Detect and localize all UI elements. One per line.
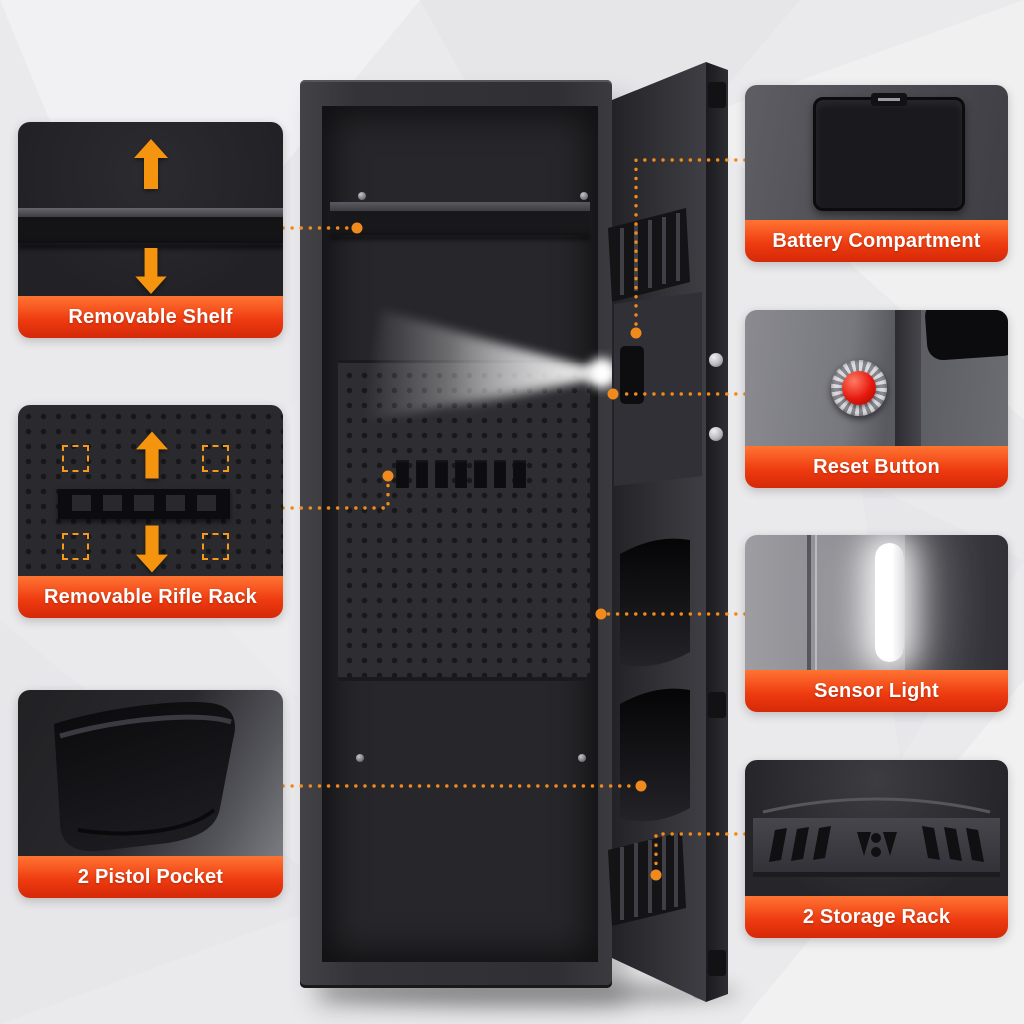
battery-compartment-image: [745, 85, 1008, 220]
screw: [358, 192, 366, 200]
sensor-light-label: Sensor Light: [745, 670, 1008, 712]
screw: [356, 754, 364, 762]
pegboard-back-panel: [338, 360, 590, 680]
corner-bracket-icon: [202, 533, 229, 560]
callout-battery-compartment: Battery Compartment: [745, 85, 1008, 262]
shelf-graphic-top: [18, 208, 283, 217]
safe-door-open: [608, 62, 728, 1002]
removable-rifle-rack-image: [18, 405, 283, 576]
door-pistol-pocket-1: [620, 538, 690, 667]
callout-sensor-light: Sensor Light: [745, 535, 1008, 712]
hinge: [708, 950, 726, 976]
battery-compartment-label: Battery Compartment: [745, 220, 1008, 262]
screw: [580, 192, 588, 200]
sensor-light-image: [745, 535, 1008, 670]
reset-button-label: Reset Button: [745, 446, 1008, 488]
door-lock-panel: [614, 292, 702, 486]
rifle-rack-bar: [58, 489, 230, 519]
shelf-graphic-shadow: [18, 243, 283, 249]
battery-cover: [813, 97, 965, 211]
shelf-front-edge: [330, 211, 590, 235]
pistol-pocket-graphic: [54, 702, 235, 852]
up-arrow-icon: [136, 431, 168, 479]
storage-rack-label: 2 Storage Rack: [745, 896, 1008, 938]
callout-removable-shelf: Removable Shelf: [18, 122, 283, 338]
storage-rack-graphic: [753, 797, 1000, 877]
callout-pistol-pocket: 2 Pistol Pocket: [18, 690, 283, 898]
pistol-pocket-label: 2 Pistol Pocket: [18, 856, 283, 898]
removable-shelf-image: [18, 122, 283, 296]
callout-storage-rack: 2 Storage Rack: [745, 760, 1008, 938]
shelf-graphic-front: [18, 217, 283, 243]
up-arrow-icon: [134, 139, 168, 189]
lock-bolt: [709, 427, 723, 441]
hinge: [708, 82, 726, 108]
door-pistol-pocket-2: [620, 688, 690, 822]
callout-reset-button: Reset Button: [745, 310, 1008, 488]
removable-shelf-label: Removable Shelf: [18, 296, 283, 338]
panel-seam: [895, 310, 921, 446]
panel-seam-highlight: [815, 535, 817, 670]
reset-button-image: [745, 310, 1008, 446]
shelf-shadow: [330, 235, 590, 240]
rifle-rack-slots: [396, 460, 527, 488]
battery-cover-clip: [871, 93, 907, 106]
storage-rack-image: [745, 760, 1008, 896]
interior-seam: [338, 678, 590, 681]
hinge: [708, 692, 726, 718]
corner-bracket-icon: [62, 533, 89, 560]
down-arrow-icon: [135, 248, 167, 294]
panel-seam: [807, 535, 811, 670]
door-latch-slot: [620, 346, 644, 404]
shelf-top-surface: [330, 202, 590, 211]
lock-bolt: [709, 353, 723, 367]
sensor-light-bar: [875, 543, 904, 662]
removable-rifle-rack-label: Removable Rifle Rack: [18, 576, 283, 618]
keypad-corner: [924, 310, 1008, 362]
callout-removable-rifle-rack: Removable Rifle Rack: [18, 405, 283, 618]
corner-bracket-icon: [62, 445, 89, 472]
reset-button-cap: [842, 371, 876, 405]
corner-bracket-icon: [202, 445, 229, 472]
dark-panel: [905, 535, 1008, 670]
screw: [578, 754, 586, 762]
door-edge: [706, 62, 728, 1002]
safe-shelf: [330, 202, 590, 240]
pistol-pocket-image: [18, 690, 283, 856]
down-arrow-icon: [136, 525, 168, 573]
